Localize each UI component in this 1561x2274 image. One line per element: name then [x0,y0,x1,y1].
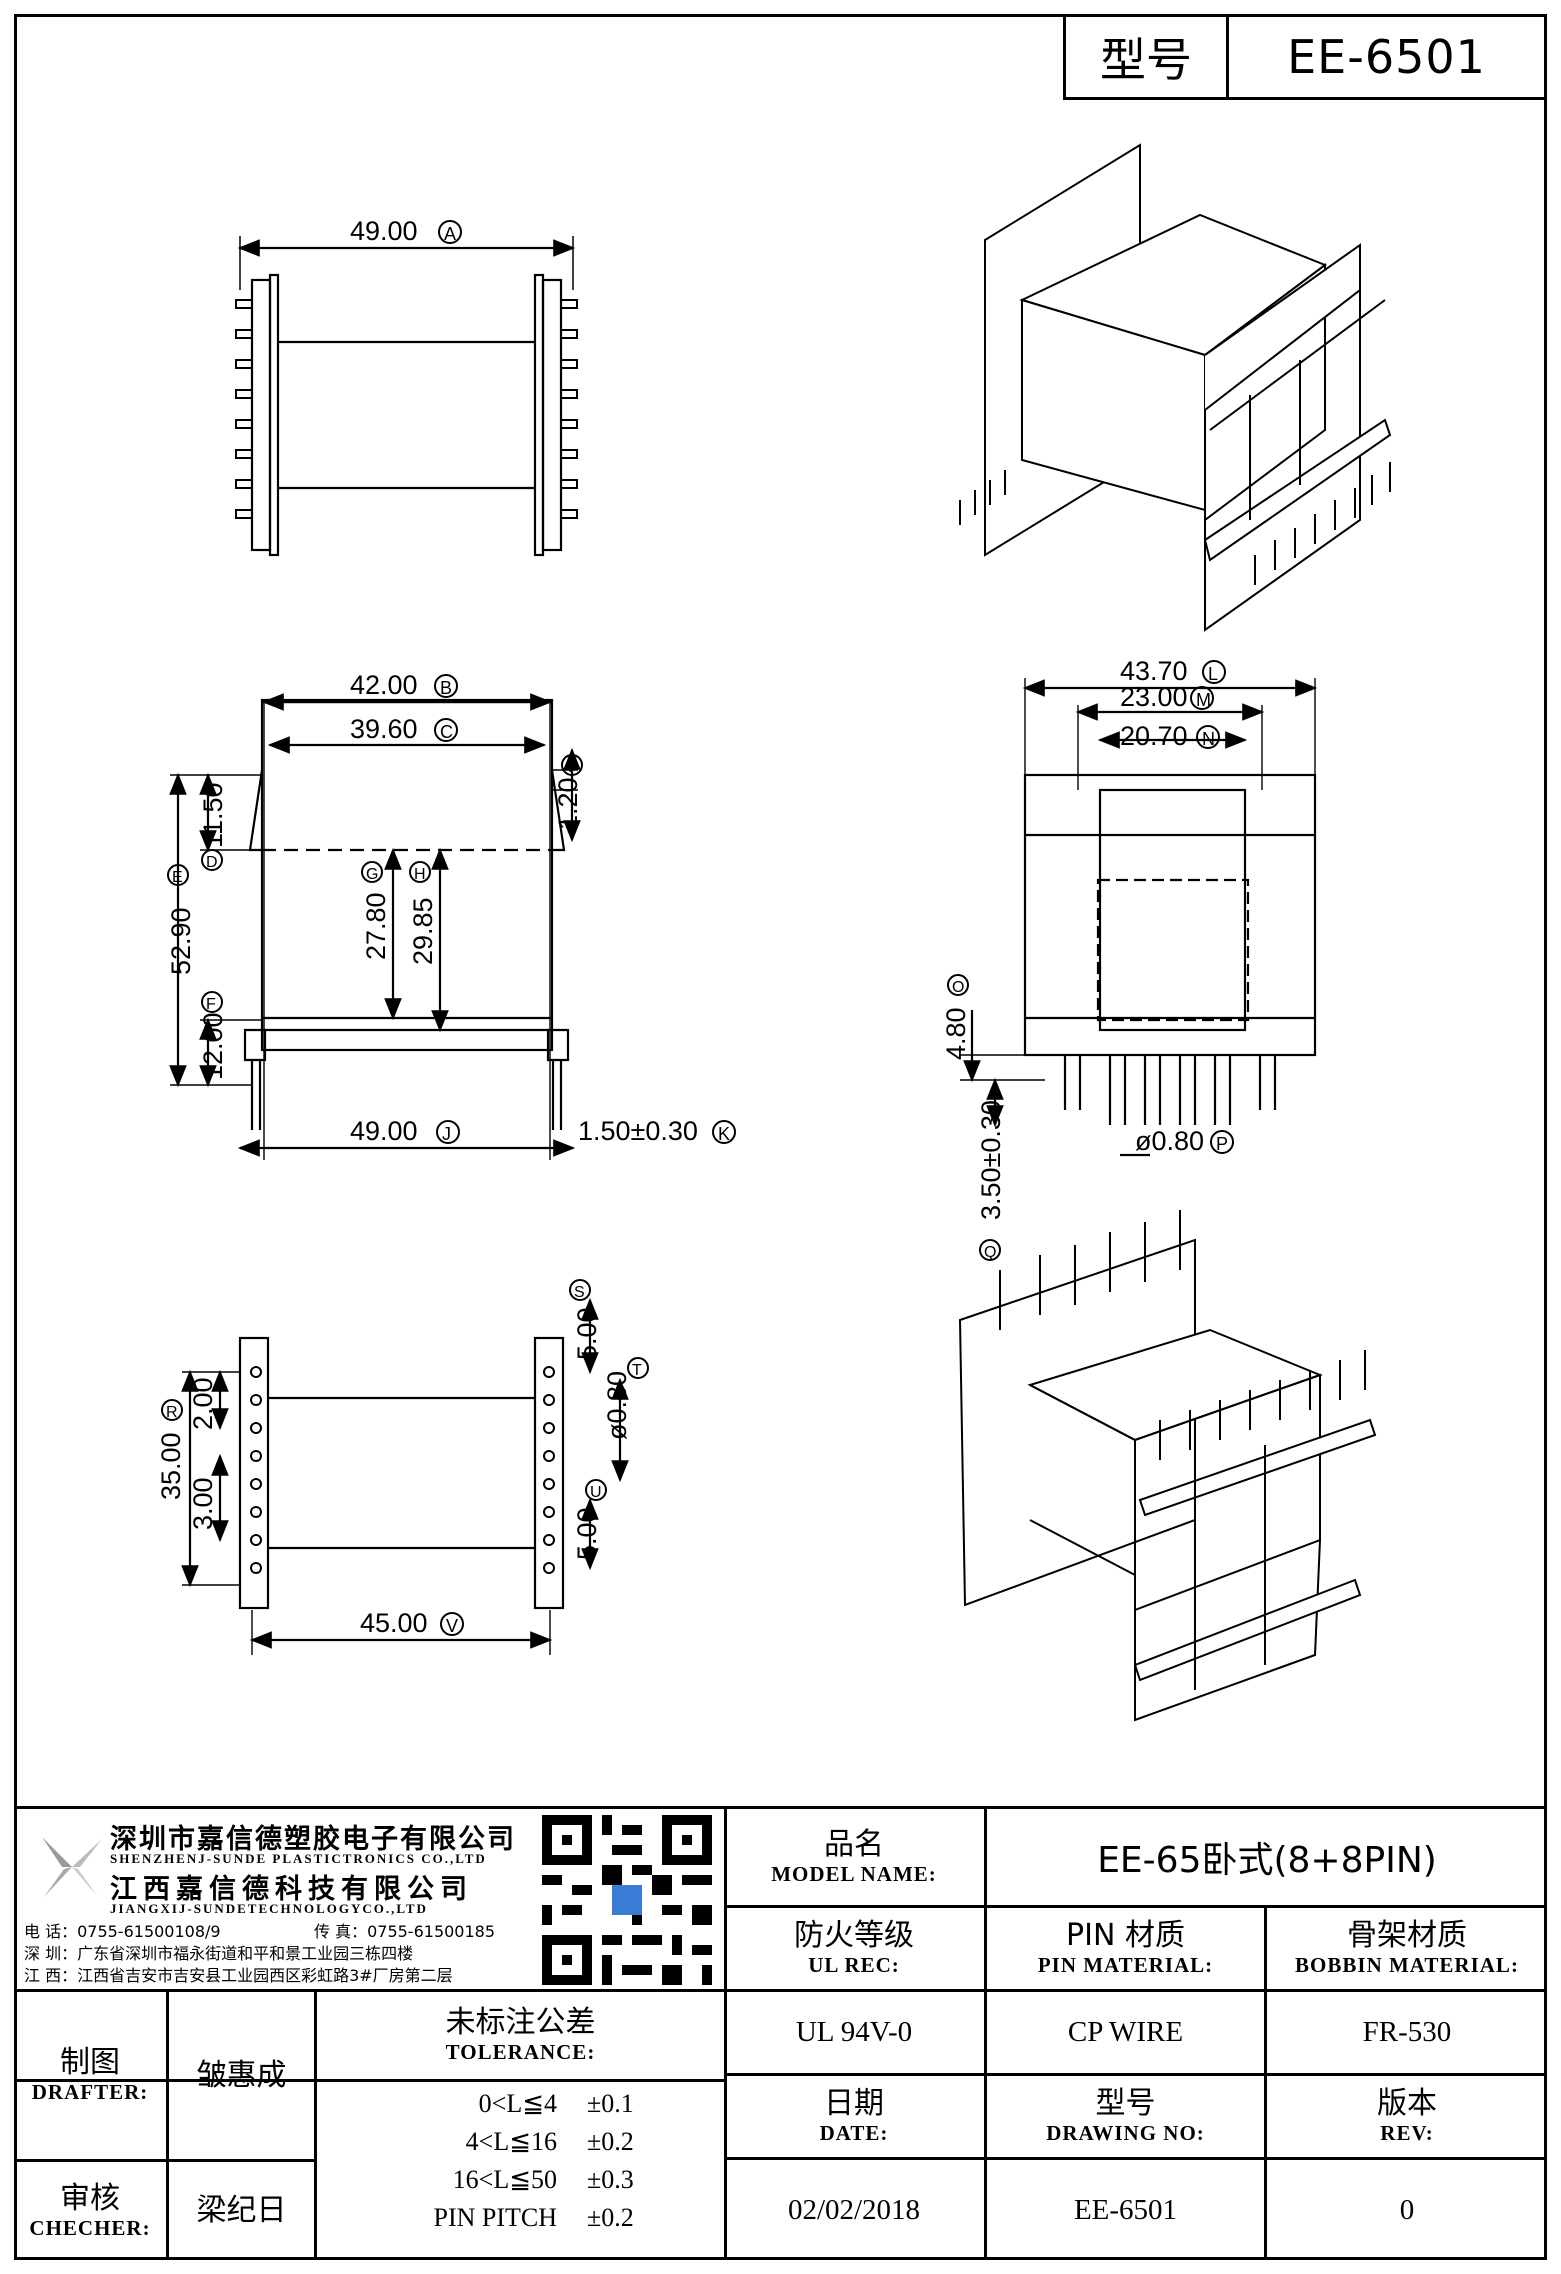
dim-bot-right-a: 5.00 [572,1307,602,1360]
ul-value: UL 94V-0 [795,2016,913,2048]
dim-top-width: 49.00 [350,216,418,246]
drafter-label: 制图 DRAFTER: [31,2045,149,2105]
dim-window-inner: 27.80 [361,892,391,960]
mark-v: V [446,1616,458,1636]
dim-pin-extend: 3.50±0.30 [976,1100,1006,1220]
title-label: 型号 [1066,17,1229,97]
dim-bot-width: 45.00 [360,1608,428,1638]
dim-side-inner: 20.70 [1120,721,1188,751]
dim-side-overall: 43.70 [1120,656,1188,686]
dim-total-height: 52.90 [166,907,196,975]
mark-p: P [1216,1134,1228,1154]
title-block: 型号 EE-6501 [1063,14,1547,100]
mark-g: G [366,866,378,883]
drawing-no-value: EE-6501 [1073,2193,1178,2226]
date-value: 02/02/2018 [787,2193,921,2226]
tolerance-row: PIN PITCH ±0.2 [433,2203,634,2232]
dim-pin-offset: 1.50±0.30 [578,1116,698,1146]
tolerance-list: 0<L≦4 ±0.1 4<L≦16 ±0.2 16<L≦50 ±0.3 PIN … [317,2085,724,2237]
dim-base-width: 49.00 [350,1116,418,1146]
company-name-sz: 深圳市嘉信德塑胶电子有限公司 [110,1824,516,1855]
title-value: EE-6501 [1287,30,1486,84]
tolerance-row: 4<L≦16 ±0.2 [465,2127,634,2156]
mark-o: O [952,979,964,996]
front-view [169,693,581,1160]
ul-label: 防火等级 UL REC: [794,1918,914,1978]
tolerance-label: 未标注公差 TOLERANCE: [445,2005,596,2065]
tolerance-row: 0<L≦4 ±0.1 [478,2089,634,2118]
mark-l: L [1208,664,1218,684]
company-addr-jx: 江 西：江西省吉安市吉安县工业园西区彩虹路3#厂房第二层 [24,1966,453,1985]
mark-c: C [440,722,453,742]
mark-k: K [718,1124,730,1144]
mark-a: A [444,224,456,244]
company-name-sz-en: SHENZHENJ-SUNDE PLASTICTRONICS CO.,LTD [110,1851,487,1866]
qr-code [542,1815,712,1985]
side-view [960,678,1318,1157]
tolerance-row: 16<L≦50 ±0.3 [452,2165,634,2194]
dim-bot-total: 35.00 [156,1432,186,1500]
model-name-label: 品名 MODEL NAME: [771,1826,937,1886]
dim-bot-right-b: 5.00 [572,1507,602,1560]
dim-bot-hole: ø0.80 [602,1371,632,1440]
company-name-jx-en: JIANGXIJ-SUNDETECHNOLOGYCO.,LTD [110,1901,428,1916]
company-addr-sz: 深 圳：广东省深圳市福永街道和平和景工业园三栋四楼 [24,1944,414,1963]
mark-i: I [568,759,572,776]
dim-front-inner: 39.60 [350,714,418,744]
mark-s: S [574,1284,585,1301]
mark-r: R [166,1404,178,1421]
dim-pin-len: 4.80 [941,1007,971,1060]
company-fax: 传 真：0755-61500185 [314,1922,496,1941]
dim-bot-pitch-a: 2.00 [188,1377,218,1430]
mark-h: H [414,866,426,883]
company-tel: 电 话：0755-61500108/9 [24,1922,221,1941]
drafter-value: 皱惠成 [196,2057,287,2093]
rev-value: 0 [1399,2193,1415,2226]
checker-label: 审核 CHECHER: [29,2180,151,2240]
company-block: 深圳市嘉信德塑胶电子有限公司 SHENZHENJ-SUNDE PLASTICTR… [14,1809,724,1989]
bobbin-value: FR-530 [1362,2016,1452,2048]
dim-flange-thick: 1.20 [553,777,583,830]
top-view [235,236,578,557]
mark-m: M [1196,690,1211,710]
company-name-jx: 江西嘉信德科技有限公司 [110,1874,473,1905]
isometric-view-top [959,143,1392,632]
mark-j: J [442,1124,451,1144]
mark-b: B [440,678,452,698]
company-logo [32,1827,112,1907]
mark-f: F [206,996,216,1013]
mark-u: U [590,1484,602,1501]
dim-top-flange: 11.50 [198,782,228,848]
mark-t: T [632,1362,642,1379]
dim-window-outer: 29.85 [408,897,438,965]
mark-d: D [206,854,218,871]
title-table: 深圳市嘉信德塑胶电子有限公司 SHENZHENJ-SUNDE PLASTICTR… [14,1806,1547,2263]
mark-q: Q [984,1244,996,1261]
technical-drawing: 49.00 A [156,143,1392,1722]
drawing-no-label: 型号 DRAWING NO: [1046,2086,1205,2146]
mark-n: N [1202,729,1215,749]
drawing-border [14,14,1547,2260]
dim-bot-pitch-b: 3.00 [188,1477,218,1530]
rev-label: 版本 REV: [1377,2086,1437,2146]
pin-value: CP WIRE [1067,2016,1184,2048]
dim-side-mid: 23.00 [1120,682,1188,712]
pin-label: PIN 材质 PIN MATERIAL: [1037,1918,1214,1978]
dim-front-outer: 42.00 [350,670,418,700]
bobbin-label: 骨架材质 BOBBIN MATERIAL: [1295,1918,1519,1978]
isometric-view-bottom [958,1210,1377,1722]
bottom-view [181,1297,629,1655]
dim-pin-dia: ø0.80 [1135,1126,1204,1156]
model-name-value: EE-65卧式(8+8PIN) [1097,1840,1437,1881]
checker-value: 梁纪日 [196,2193,287,2228]
dim-bottom-flange: 12.00 [198,1012,228,1080]
mark-e: E [172,869,183,886]
date-label: 日期 DATE: [819,2086,889,2146]
